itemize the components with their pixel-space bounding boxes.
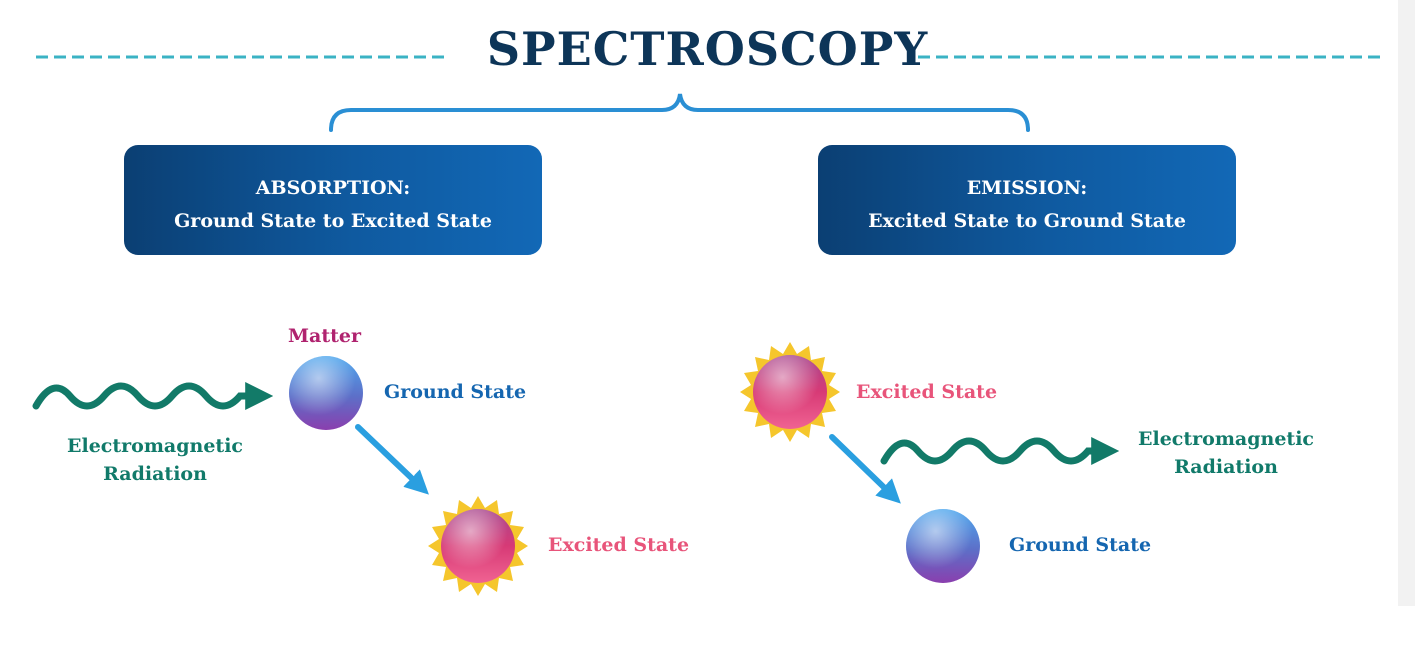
emission-radiation-label: Electromagnetic Radiation — [1120, 425, 1332, 481]
emission-excited-sphere — [740, 342, 840, 442]
emission-ground-sphere — [906, 509, 980, 583]
emission-ground-state-label: Ground State — [1009, 534, 1152, 556]
branch-brace — [329, 93, 1030, 132]
emission-subheading: Excited State to Ground State — [868, 210, 1186, 232]
matter-label: Matter — [288, 325, 361, 347]
emission-radiation-line2: Radiation — [1174, 456, 1278, 478]
absorption-transition-arrow — [355, 424, 429, 495]
page-title: SPECTROSCOPY — [486, 22, 929, 76]
absorption-radiation-label: Electromagnetic Radiation — [50, 432, 260, 488]
absorption-excited-sphere — [428, 496, 528, 596]
absorption-radiation-wave — [32, 382, 274, 410]
emission-heading: EMISSION: — [966, 177, 1088, 199]
absorption-card: ABSORPTION: Ground State to Excited Stat… — [124, 145, 542, 255]
emission-card: EMISSION: Excited State to Ground State — [818, 145, 1236, 255]
emission-radiation-line1: Electromagnetic — [1138, 428, 1314, 450]
absorption-excited-state-label: Excited State — [548, 534, 690, 556]
absorption-subheading: Ground State to Excited State — [174, 210, 492, 232]
absorption-ground-sphere — [289, 356, 363, 430]
absorption-radiation-line1: Electromagnetic — [67, 435, 243, 457]
emission-transition-arrow — [829, 434, 901, 504]
emission-excited-state-label: Excited State — [856, 381, 998, 403]
absorption-heading: ABSORPTION: — [255, 177, 411, 199]
absorption-ground-state-label: Ground State — [384, 381, 527, 403]
absorption-radiation-line2: Radiation — [103, 463, 207, 485]
right-edge-strip — [1398, 0, 1415, 606]
emission-radiation-wave — [880, 437, 1120, 465]
